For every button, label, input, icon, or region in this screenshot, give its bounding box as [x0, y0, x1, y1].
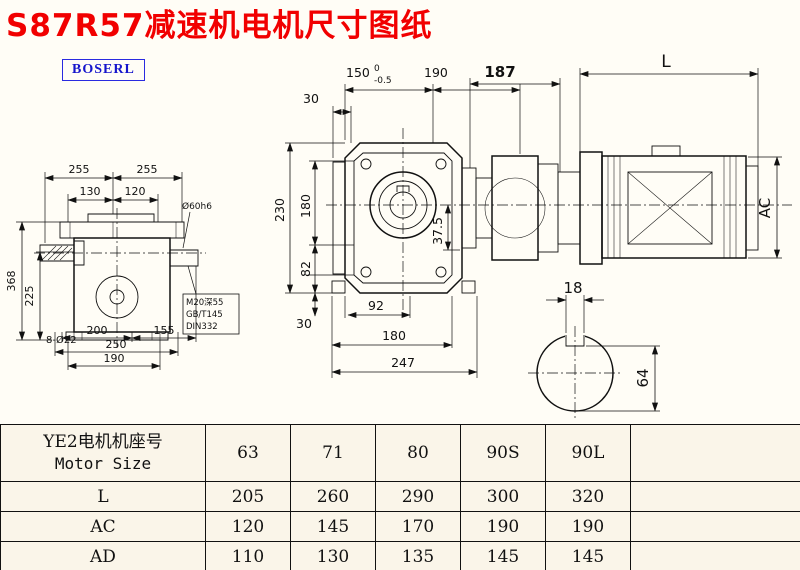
- table-col-71: 71: [290, 424, 376, 482]
- dim-225: 225: [23, 286, 36, 307]
- motor-dimension-lines: [469, 68, 782, 259]
- dim-180-bottom: 180: [382, 328, 406, 343]
- dim-200: 200: [87, 324, 108, 337]
- dim-37-5: 37.5: [430, 217, 445, 245]
- value-AD-80: 135: [375, 541, 461, 570]
- dim-255-right: 255: [137, 163, 158, 176]
- table-col-90L: 90L: [545, 424, 631, 482]
- dim-120: 120: [125, 185, 146, 198]
- dim-368: 368: [5, 271, 18, 292]
- front-view-dimension-lines: [285, 84, 521, 378]
- motor-assembly: 187 L AC: [326, 52, 792, 265]
- dim-180-left: 180: [298, 194, 313, 218]
- value-AC-80: 170: [375, 511, 461, 542]
- value-AC-71: 145: [290, 511, 376, 542]
- dim-187: 187: [484, 63, 515, 81]
- value-AD-71: 130: [290, 541, 376, 570]
- side-view-dimension-lines: [16, 172, 240, 370]
- shaft-dimension-labels: 18 64: [563, 279, 652, 388]
- table-col-63: 63: [205, 424, 291, 482]
- thread-note-line2: GB/T145: [186, 310, 223, 320]
- value-L-80: 290: [375, 481, 461, 512]
- value-AC-90S: 190: [460, 511, 546, 542]
- value-L-71: 260: [290, 481, 376, 512]
- dim-150-tolerance-lower: -0.5: [374, 76, 392, 86]
- value-AD-63: 110: [205, 541, 291, 570]
- front-view-outline: [331, 128, 476, 312]
- value-AD-90S: 145: [460, 541, 546, 570]
- shaft-dimension-lines: [546, 295, 660, 412]
- dim-30-top: 30: [303, 91, 319, 106]
- dim-92: 92: [368, 298, 384, 313]
- table-header-cn: YE2电机机座号: [43, 432, 163, 453]
- table-header-motor-size: YE2电机机座号 Motor Size: [0, 424, 206, 482]
- dim-255-left: 255: [69, 163, 90, 176]
- thread-note-line3: DIN332: [186, 322, 218, 332]
- value-L-90L: 320: [545, 481, 631, 512]
- page-title: S87R57减速机电机尺寸图纸: [6, 8, 433, 44]
- dim-190-bottom: 190: [104, 352, 125, 365]
- value-L-63: 205: [205, 481, 291, 512]
- table-row-L: L 205 260 290 300 320: [0, 481, 800, 512]
- dim-82: 82: [298, 261, 313, 277]
- value-AD-90L: 145: [545, 541, 631, 570]
- dim-130: 130: [80, 185, 101, 198]
- shaft-outline: [528, 326, 622, 421]
- motor-size-table: YE2电机机座号 Motor Size 63 71 80 90S 90L L 2…: [0, 424, 800, 570]
- motor-size-table-section: YE2电机机座号 Motor Size 63 71 80 90S 90L L 2…: [0, 424, 800, 570]
- dim-L: L: [661, 52, 671, 72]
- dim-64: 64: [634, 368, 652, 387]
- gearbox-side-view: 255 255 130 120 368 225 200 155 250 190 …: [5, 163, 240, 370]
- dim-shaft-bore: Ø60h6: [182, 201, 212, 212]
- table-row-AD: AD 110 130 135 145 145: [0, 541, 800, 570]
- brand-logo: BOSERL: [62, 59, 145, 81]
- dim-8-holes: 8-Ø22: [46, 334, 77, 346]
- value-AC-63: 120: [205, 511, 291, 542]
- dim-190-top: 190: [424, 65, 448, 80]
- motor-dimension-labels: 187 L AC: [484, 52, 774, 218]
- value-L-90S: 300: [460, 481, 546, 512]
- shaft-cross-section: 18 64: [528, 279, 660, 421]
- table-header-en: Motor Size: [54, 453, 152, 473]
- dim-AC: AC: [756, 198, 774, 218]
- side-view-dimension-labels: 255 255 130 120 368 225 200 155 250 190 …: [5, 163, 223, 365]
- gearbox-front-view: 150 0 -0.5 190 30 230 180 82 30 92 180 2…: [272, 64, 521, 378]
- dim-155: 155: [154, 324, 175, 337]
- dim-230: 230: [272, 198, 287, 222]
- row-label-AD: AD: [0, 541, 206, 570]
- table-empty-cell: [630, 511, 800, 542]
- table-header-row: YE2电机机座号 Motor Size 63 71 80 90S 90L: [0, 424, 800, 482]
- dim-150-tolerance-upper: 0: [374, 64, 380, 74]
- dim-247: 247: [391, 355, 415, 370]
- table-empty-cell: [630, 424, 800, 482]
- table-col-80: 80: [375, 424, 461, 482]
- dim-150: 150: [346, 65, 370, 80]
- value-AC-90L: 190: [545, 511, 631, 542]
- dim-18: 18: [563, 279, 582, 297]
- table-row-AC: AC 120 145 170 190 190: [0, 511, 800, 542]
- technical-drawing: 255 255 130 120 368 225 200 155 250 190 …: [5, 52, 792, 421]
- front-view-dimension-labels: 150 0 -0.5 190 30 230 180 82 30 92 180 2…: [272, 64, 448, 370]
- row-label-AC: AC: [0, 511, 206, 542]
- table-empty-cell: [630, 541, 800, 570]
- side-view-outline: [34, 208, 206, 348]
- table-col-90S: 90S: [460, 424, 546, 482]
- thread-note-line1: M20深55: [186, 298, 223, 308]
- dim-30-bottom: 30: [296, 316, 312, 331]
- motor-outline: [326, 145, 792, 265]
- table-empty-cell: [630, 481, 800, 512]
- dim-250: 250: [106, 338, 127, 351]
- row-label-L: L: [0, 481, 206, 512]
